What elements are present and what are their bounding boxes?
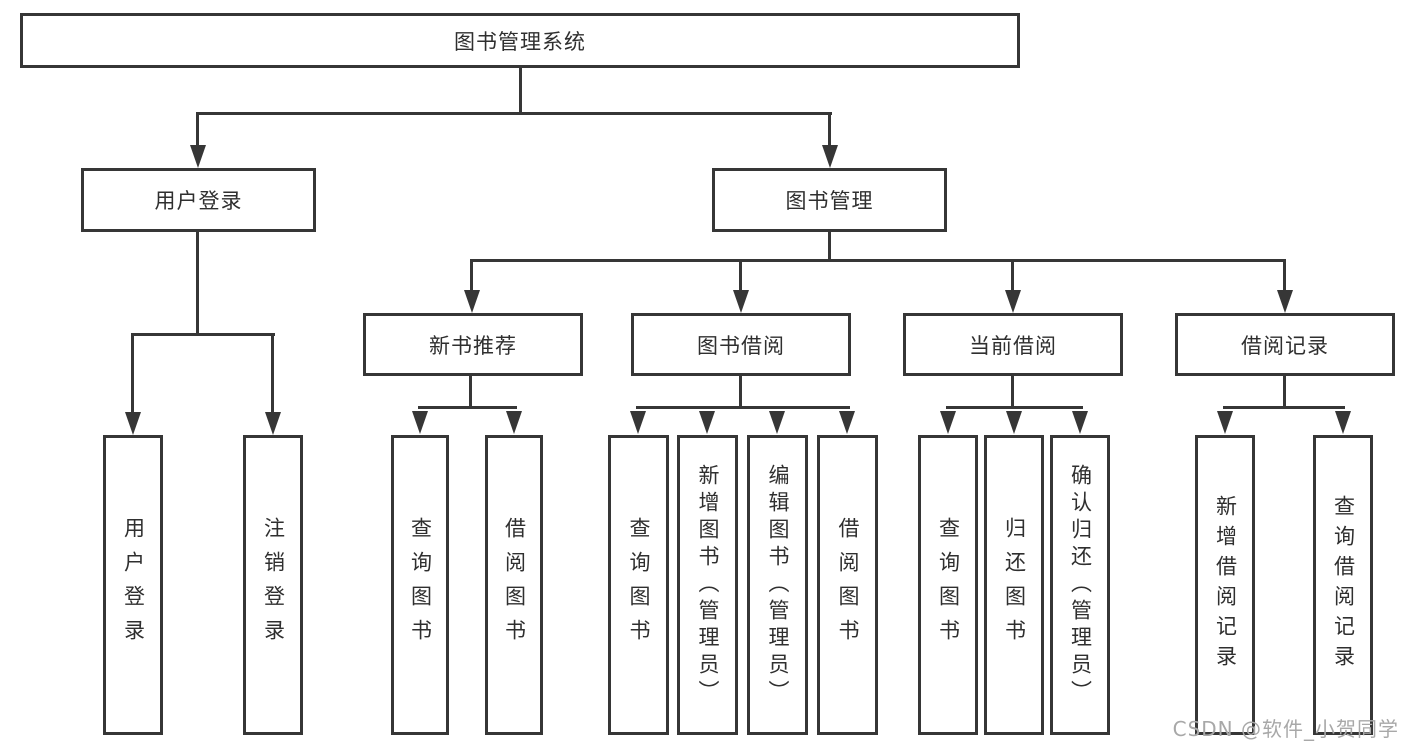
leaf-query-books-2: 查询图书 xyxy=(608,435,669,735)
arrowhead-down-icon xyxy=(940,411,956,434)
leaf-add-books-admin: 新增图书（管理员） xyxy=(677,435,738,735)
node-label: 借阅记录 xyxy=(1241,333,1329,358)
leaf-label: 编辑图书（管理员） xyxy=(766,463,790,707)
leaf-query-books-1: 查询图书 xyxy=(391,435,449,735)
node-label: 新书推荐 xyxy=(429,333,517,358)
csdn-watermark: CSDN @软件_小贺同学 xyxy=(1172,717,1399,741)
arrowhead-down-icon xyxy=(1277,290,1293,313)
connector-line xyxy=(1011,376,1014,409)
node-book-borrowing: 图书借阅 xyxy=(631,313,851,376)
arrowhead-down-icon xyxy=(733,290,749,313)
leaf-label: 查询图书 xyxy=(408,517,433,653)
leaf-user-login: 用户登录 xyxy=(103,435,163,735)
leaf-label: 查询图书 xyxy=(627,517,651,653)
arrowhead-down-icon xyxy=(839,411,855,434)
leaf-query-borrow-record: 查询借阅记录 xyxy=(1313,435,1373,735)
arrowhead-down-icon xyxy=(1006,411,1022,434)
node-label: 用户登录 xyxy=(154,189,243,213)
connector-line xyxy=(131,333,275,336)
node-new-book-recommend: 新书推荐 xyxy=(363,313,583,376)
arrowhead-down-icon xyxy=(412,411,428,434)
connector-line xyxy=(1283,259,1286,292)
leaf-label: 新增借阅记录 xyxy=(1213,495,1238,675)
connector-line xyxy=(470,259,1286,262)
leaf-add-borrow-record: 新增借阅记录 xyxy=(1195,435,1255,735)
connector-line xyxy=(470,259,473,292)
connector-line xyxy=(131,333,134,413)
arrowhead-down-icon xyxy=(1217,411,1233,434)
leaf-confirm-return-admin: 确认归还（管理员） xyxy=(1050,435,1110,735)
leaf-label: 确认归还（管理员） xyxy=(1068,463,1093,707)
connector-line xyxy=(469,376,472,409)
arrowhead-down-icon xyxy=(464,290,480,313)
leaf-borrow-books-1: 借阅图书 xyxy=(485,435,543,735)
connector-line xyxy=(1011,259,1014,292)
leaf-label: 查询图书 xyxy=(936,517,961,653)
leaf-label: 归还图书 xyxy=(1002,517,1027,653)
leaf-label: 借阅图书 xyxy=(502,517,527,653)
arrowhead-down-icon xyxy=(769,411,785,434)
node-book-management-branch: 图书管理 xyxy=(712,168,947,232)
arrowhead-down-icon xyxy=(1335,411,1351,434)
leaf-label: 查询借阅记录 xyxy=(1331,495,1356,675)
leaf-query-books-3: 查询图书 xyxy=(918,435,978,735)
leaf-borrow-books-2: 借阅图书 xyxy=(817,435,878,735)
node-label: 当前借阅 xyxy=(969,333,1057,358)
connector-line xyxy=(519,68,522,114)
arrowhead-down-icon xyxy=(265,412,281,435)
connector-line xyxy=(828,232,831,262)
connector-line xyxy=(1283,376,1286,409)
node-current-borrowing: 当前借阅 xyxy=(903,313,1123,376)
connector-line xyxy=(946,406,1083,409)
node-user-login-branch: 用户登录 xyxy=(81,168,316,232)
leaf-label: 新增图书（管理员） xyxy=(696,463,720,707)
arrowhead-down-icon xyxy=(190,145,206,168)
node-label: 图书借阅 xyxy=(697,333,785,358)
node-label: 图书管理系统 xyxy=(454,29,586,54)
arrowhead-down-icon xyxy=(506,411,522,434)
arrowhead-down-icon xyxy=(699,411,715,434)
arrowhead-down-icon xyxy=(630,411,646,434)
node-library-management-system: 图书管理系统 xyxy=(20,13,1020,68)
leaf-logout: 注销登录 xyxy=(243,435,303,735)
node-borrowing-records: 借阅记录 xyxy=(1175,313,1395,376)
connector-line xyxy=(636,406,850,409)
connector-line xyxy=(739,259,742,292)
leaf-label: 用户登录 xyxy=(121,517,146,653)
leaf-return-books: 归还图书 xyxy=(984,435,1044,735)
connector-line xyxy=(1223,406,1345,409)
connector-line xyxy=(271,333,274,413)
leaf-label: 注销登录 xyxy=(261,517,286,653)
arrowhead-down-icon xyxy=(1005,290,1021,313)
connector-line xyxy=(739,376,742,409)
connector-line xyxy=(196,232,199,335)
leaf-label: 借阅图书 xyxy=(836,517,860,653)
arrowhead-down-icon xyxy=(1072,411,1088,434)
leaf-edit-books-admin: 编辑图书（管理员） xyxy=(747,435,808,735)
node-label: 图书管理 xyxy=(785,189,874,213)
arrowhead-down-icon xyxy=(822,145,838,168)
connector-line xyxy=(418,406,517,409)
connector-line xyxy=(196,112,832,115)
arrowhead-down-icon xyxy=(125,412,141,435)
connector-line xyxy=(828,112,831,146)
connector-line xyxy=(196,112,199,146)
